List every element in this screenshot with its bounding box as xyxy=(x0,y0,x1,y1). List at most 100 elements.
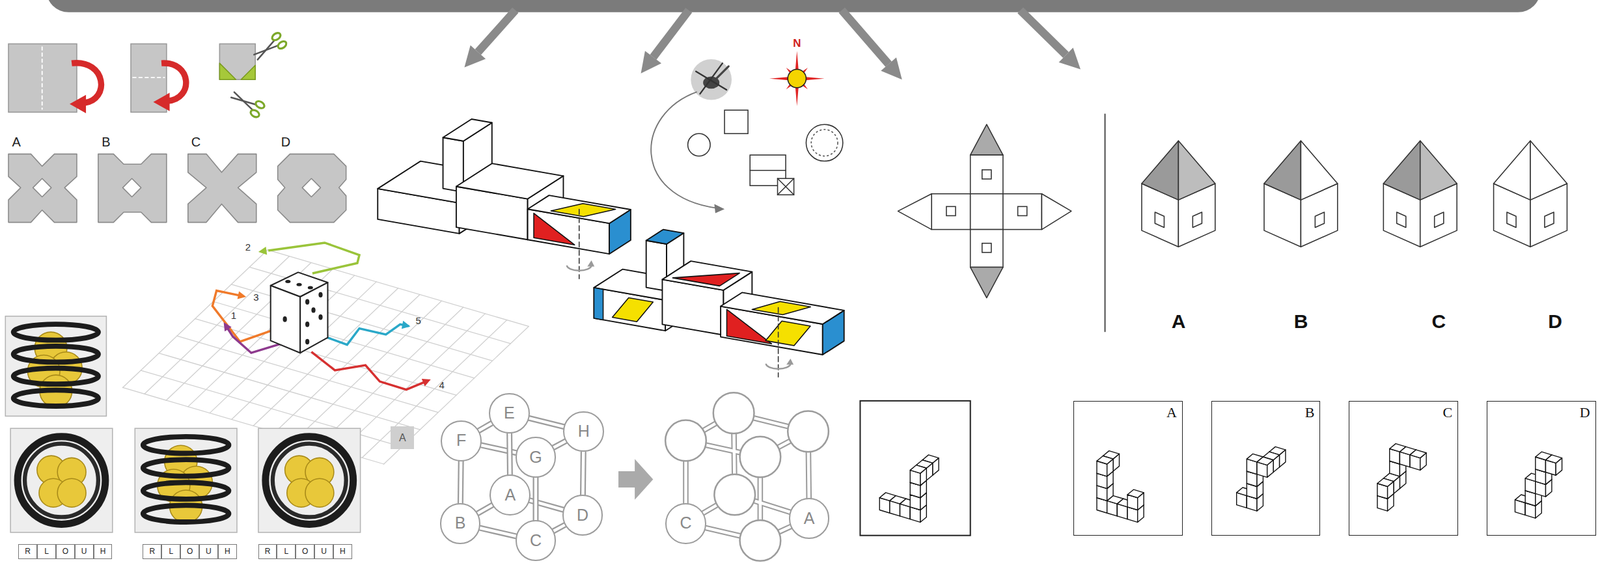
window xyxy=(982,243,992,253)
die-pip xyxy=(307,285,314,290)
die-pip xyxy=(296,283,303,287)
node-label: U xyxy=(81,547,88,556)
answer-cell: R xyxy=(142,544,162,560)
scissor-blade xyxy=(253,40,278,60)
house-option xyxy=(1493,140,1568,247)
answer-cell: L xyxy=(161,544,181,560)
node-label: E xyxy=(503,404,515,423)
cube-rod xyxy=(457,460,465,504)
node-label: A xyxy=(1166,404,1177,421)
cube-vertex xyxy=(740,436,782,478)
block-face xyxy=(1409,449,1427,459)
option-letter: C xyxy=(191,135,201,149)
answer-cell: U xyxy=(314,544,334,560)
coil xyxy=(13,324,99,341)
arrow-head xyxy=(153,93,170,112)
node-label: D xyxy=(576,506,589,525)
cut-corner xyxy=(240,65,256,80)
die-face xyxy=(270,285,301,353)
dice-path xyxy=(268,242,360,274)
node-label: C xyxy=(679,514,692,533)
hole xyxy=(122,178,141,197)
node-label: A xyxy=(803,509,815,528)
block-face xyxy=(646,229,685,245)
scissors xyxy=(228,87,266,119)
cube-rod xyxy=(553,524,566,532)
net-triangle xyxy=(1041,193,1071,230)
helicopter-rotor xyxy=(695,71,727,90)
house-option xyxy=(1141,140,1216,247)
arrow-head xyxy=(401,320,411,329)
coil-photo xyxy=(10,428,113,533)
arrow-head xyxy=(258,246,267,256)
option-box: B xyxy=(1211,400,1321,536)
cube-rod xyxy=(553,524,566,532)
cube-vertex xyxy=(713,392,755,434)
window xyxy=(1154,212,1164,228)
net-square xyxy=(1003,193,1043,230)
photo-frame xyxy=(134,428,237,533)
cube-rod xyxy=(535,477,536,522)
compass-center xyxy=(787,69,806,88)
arrow-shaft xyxy=(652,10,689,58)
option-letter: D xyxy=(281,135,291,149)
window xyxy=(946,206,956,216)
polycube xyxy=(1096,451,1144,523)
divider xyxy=(1104,114,1106,332)
node-label: F xyxy=(456,431,467,450)
cut-corner xyxy=(219,63,236,80)
cube-vertex xyxy=(740,520,782,562)
scissor-handle xyxy=(276,39,288,51)
header-bar xyxy=(46,0,1541,13)
cube-rod xyxy=(581,451,585,496)
node-label: B xyxy=(1305,404,1315,421)
node-label: U xyxy=(205,547,212,556)
path-number: 1 xyxy=(231,310,237,321)
coil xyxy=(143,482,230,500)
header-bar xyxy=(46,0,1541,80)
cube-rod xyxy=(528,417,566,428)
cube-rod xyxy=(458,460,463,504)
map-marker xyxy=(777,178,795,195)
fold-line xyxy=(41,46,43,110)
option-letter: B xyxy=(101,135,111,149)
block-face xyxy=(1096,455,1114,465)
dice-path xyxy=(324,324,409,345)
color-patch xyxy=(672,273,740,287)
net-square xyxy=(931,193,971,230)
answer-cell: H xyxy=(93,544,113,560)
cube-rod xyxy=(553,440,567,448)
color-patch xyxy=(550,203,616,217)
node-label: B xyxy=(455,514,467,533)
house-option xyxy=(1383,140,1457,247)
compass-star xyxy=(769,50,825,107)
path-number: 2 xyxy=(245,242,251,252)
answer-cell: O xyxy=(55,544,75,560)
net-square xyxy=(970,229,1004,268)
unfolded-shape xyxy=(188,154,257,223)
scissor-handle xyxy=(270,31,282,42)
scissor-blade xyxy=(231,92,256,111)
answer-cell: H xyxy=(333,544,353,560)
block-figure xyxy=(377,119,631,279)
node-label: G xyxy=(529,448,542,467)
node-label: L xyxy=(168,547,174,556)
cube-vertex: B xyxy=(440,503,482,545)
coil-photo xyxy=(258,428,361,533)
polycube xyxy=(1377,443,1427,511)
house-roof xyxy=(1420,140,1457,200)
option-box: C xyxy=(1348,400,1459,536)
unfolded-shape xyxy=(277,154,347,223)
window xyxy=(982,169,992,180)
cube-rod xyxy=(479,527,517,537)
block-face xyxy=(1545,455,1562,464)
cube-rod xyxy=(477,504,493,514)
window xyxy=(1544,212,1554,228)
option-tag: A xyxy=(390,426,414,449)
path-number: 4 xyxy=(439,379,445,390)
option-letter: C xyxy=(1431,311,1446,332)
die-pip xyxy=(311,307,316,313)
polycube xyxy=(859,400,970,536)
coil xyxy=(265,436,354,525)
